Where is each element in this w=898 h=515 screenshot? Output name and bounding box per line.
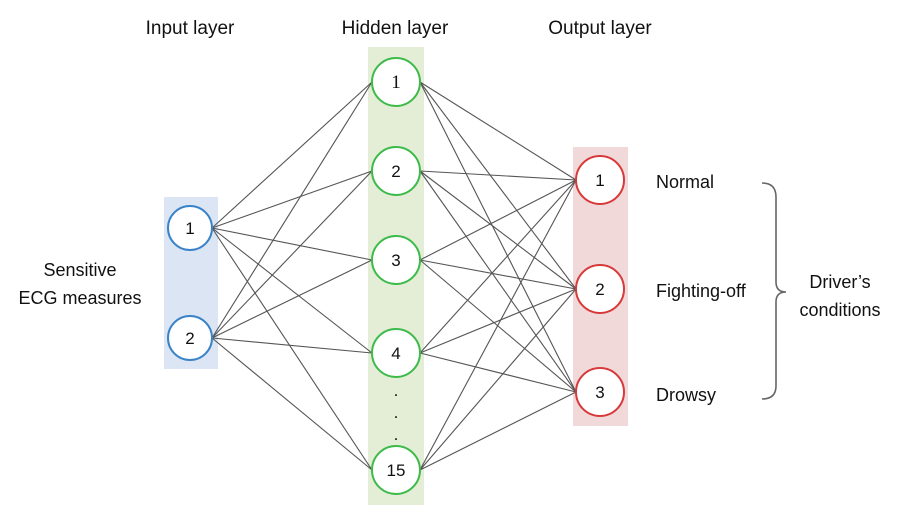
connection-hidden-2-output-2 — [419, 170, 577, 290]
hidden-ellipsis-dot-3: . — [394, 425, 399, 444]
drivers-conditions-label-line2: conditions — [799, 300, 880, 320]
class-label-drowsy: Drowsy — [656, 385, 716, 405]
output-layer-title: Output layer — [548, 18, 652, 39]
input-node-2: 2 — [167, 315, 213, 361]
connection-input-2-hidden-4 — [211, 337, 373, 354]
hidden-ellipsis-dot-2: . — [394, 403, 399, 422]
connection-hidden-4-output-2 — [419, 288, 577, 354]
output-node-3: 3 — [575, 367, 625, 417]
input-node-1: 1 — [167, 205, 213, 251]
hidden-node-4-label: 4 — [391, 344, 400, 363]
connection-hidden-5-output-1 — [419, 179, 577, 471]
hidden-node-1: 1 — [371, 57, 421, 107]
connection-hidden-3-output-2 — [419, 259, 577, 290]
hidden-node-15: 15 — [371, 445, 421, 495]
connection-hidden-2-output-3 — [419, 170, 577, 393]
output-node-2-label: 2 — [595, 280, 604, 299]
hidden-node-2: 2 — [371, 146, 421, 196]
output-node-3-label: 3 — [595, 383, 604, 402]
hidden-node-1-label: 1 — [391, 72, 401, 93]
connection-input-2-hidden-2 — [211, 170, 373, 339]
output-node-1: 1 — [575, 155, 625, 205]
class-label-fighting-off: Fighting-off — [656, 281, 747, 301]
hidden-node-2-label: 2 — [391, 162, 400, 181]
input-side-label-line1: Sensitive — [43, 260, 116, 280]
conditions-bracket — [761, 182, 787, 400]
class-label-normal: Normal — [656, 172, 714, 192]
hidden-layer-title: Hidden layer — [342, 18, 449, 39]
connection-hidden-5-output-3 — [419, 391, 577, 471]
connection-hidden-1-output-2 — [419, 81, 577, 290]
connection-input-1-hidden-3 — [211, 227, 373, 261]
output-node-1-label: 1 — [595, 171, 604, 190]
connection-hidden-4-output-1 — [419, 179, 577, 354]
connection-input-1-hidden-5 — [211, 227, 373, 471]
connection-input-1-hidden-4 — [211, 227, 373, 354]
connection-input-1-hidden-1 — [211, 81, 373, 229]
input-side-label-line2: ECG measures — [18, 288, 141, 308]
connection-input-2-hidden-3 — [211, 259, 373, 339]
connection-hidden-1-output-3 — [419, 81, 577, 393]
connection-input-2-hidden-1 — [211, 81, 373, 339]
hidden-node-3-label: 3 — [391, 251, 400, 270]
connection-hidden-2-output-1 — [419, 170, 577, 181]
connection-hidden-5-output-2 — [419, 288, 577, 471]
connection-input-1-hidden-2 — [211, 170, 373, 229]
connection-hidden-4-output-3 — [419, 352, 577, 393]
connection-hidden-3-output-1 — [419, 179, 577, 261]
hidden-ellipsis-dot-1: . — [394, 381, 399, 400]
hidden-node-4: 4 — [371, 328, 421, 378]
output-node-2: 2 — [575, 264, 625, 314]
input-node-2-label: 2 — [185, 329, 194, 348]
connections — [211, 81, 577, 471]
hidden-node-3: 3 — [371, 235, 421, 285]
input-node-1-label: 1 — [185, 219, 194, 238]
connection-input-2-hidden-5 — [211, 337, 373, 471]
hidden-node-15-label: 15 — [387, 461, 406, 480]
connection-hidden-1-output-1 — [419, 81, 577, 181]
input-layer-title: Input layer — [146, 18, 235, 39]
drivers-conditions-label-line1: Driver’s — [809, 272, 870, 292]
